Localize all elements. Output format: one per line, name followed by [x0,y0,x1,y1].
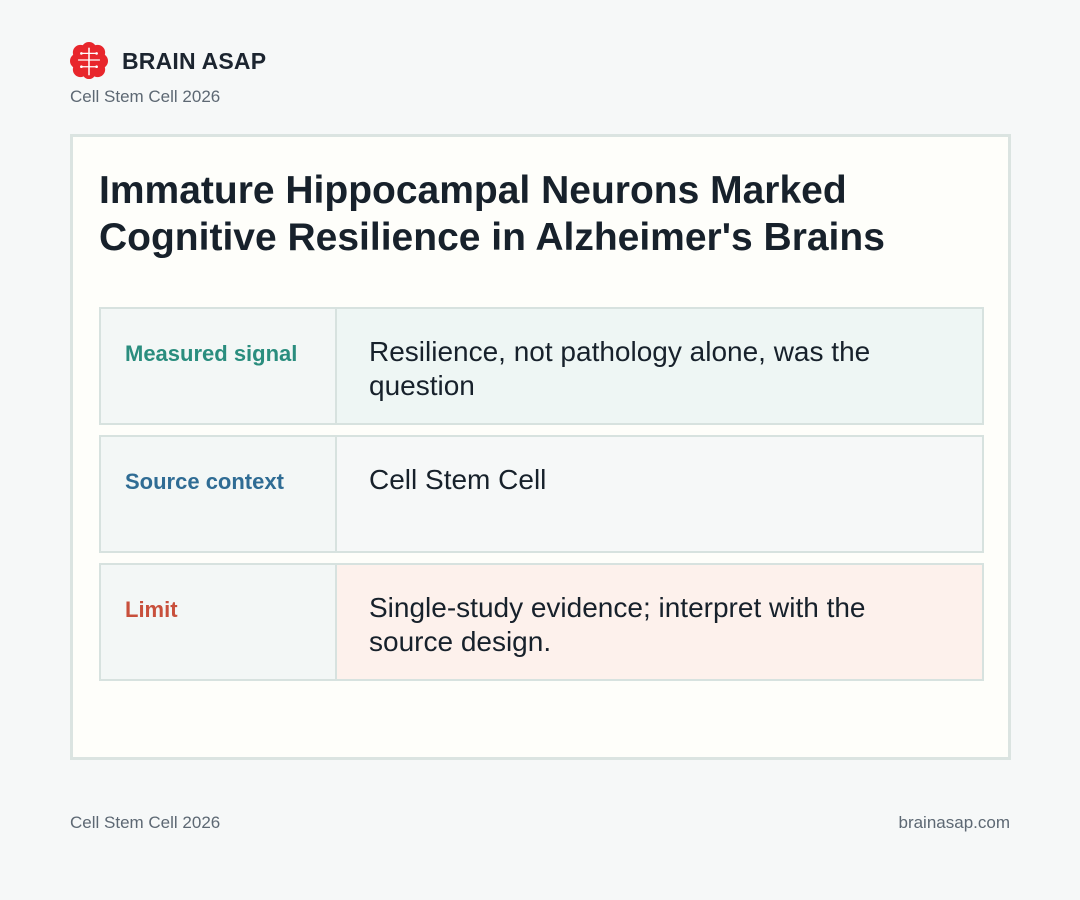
row-value: Resilience, not pathology alone, was the… [337,309,982,423]
header-subtitle: Cell Stem Cell 2026 [70,87,221,106]
footer-site-link[interactable]: brainasap.com [898,813,1010,832]
footer-source: Cell Stem Cell 2026 [70,813,221,832]
brain-icon [70,42,108,80]
row-limit: Limit Single-study evidence; interpret w… [99,563,984,681]
row-label: Source context [101,437,337,551]
row-source-context: Source context Cell Stem Cell [99,435,984,553]
summary-card: Immature Hippocampal Neurons Marked Cogn… [70,134,1011,760]
brand: BRAIN ASAP [70,42,266,80]
brand-name: BRAIN ASAP [122,47,267,74]
fact-table: Measured signal Resilience, not patholog… [99,307,984,691]
row-value: Single-study evidence; interpret with th… [337,565,982,679]
card-title: Immature Hippocampal Neurons Marked Cogn… [99,169,885,259]
row-label: Limit [101,565,337,679]
row-label: Measured signal [101,309,337,423]
row-value: Cell Stem Cell [337,437,982,551]
row-measured-signal: Measured signal Resilience, not patholog… [99,307,984,425]
